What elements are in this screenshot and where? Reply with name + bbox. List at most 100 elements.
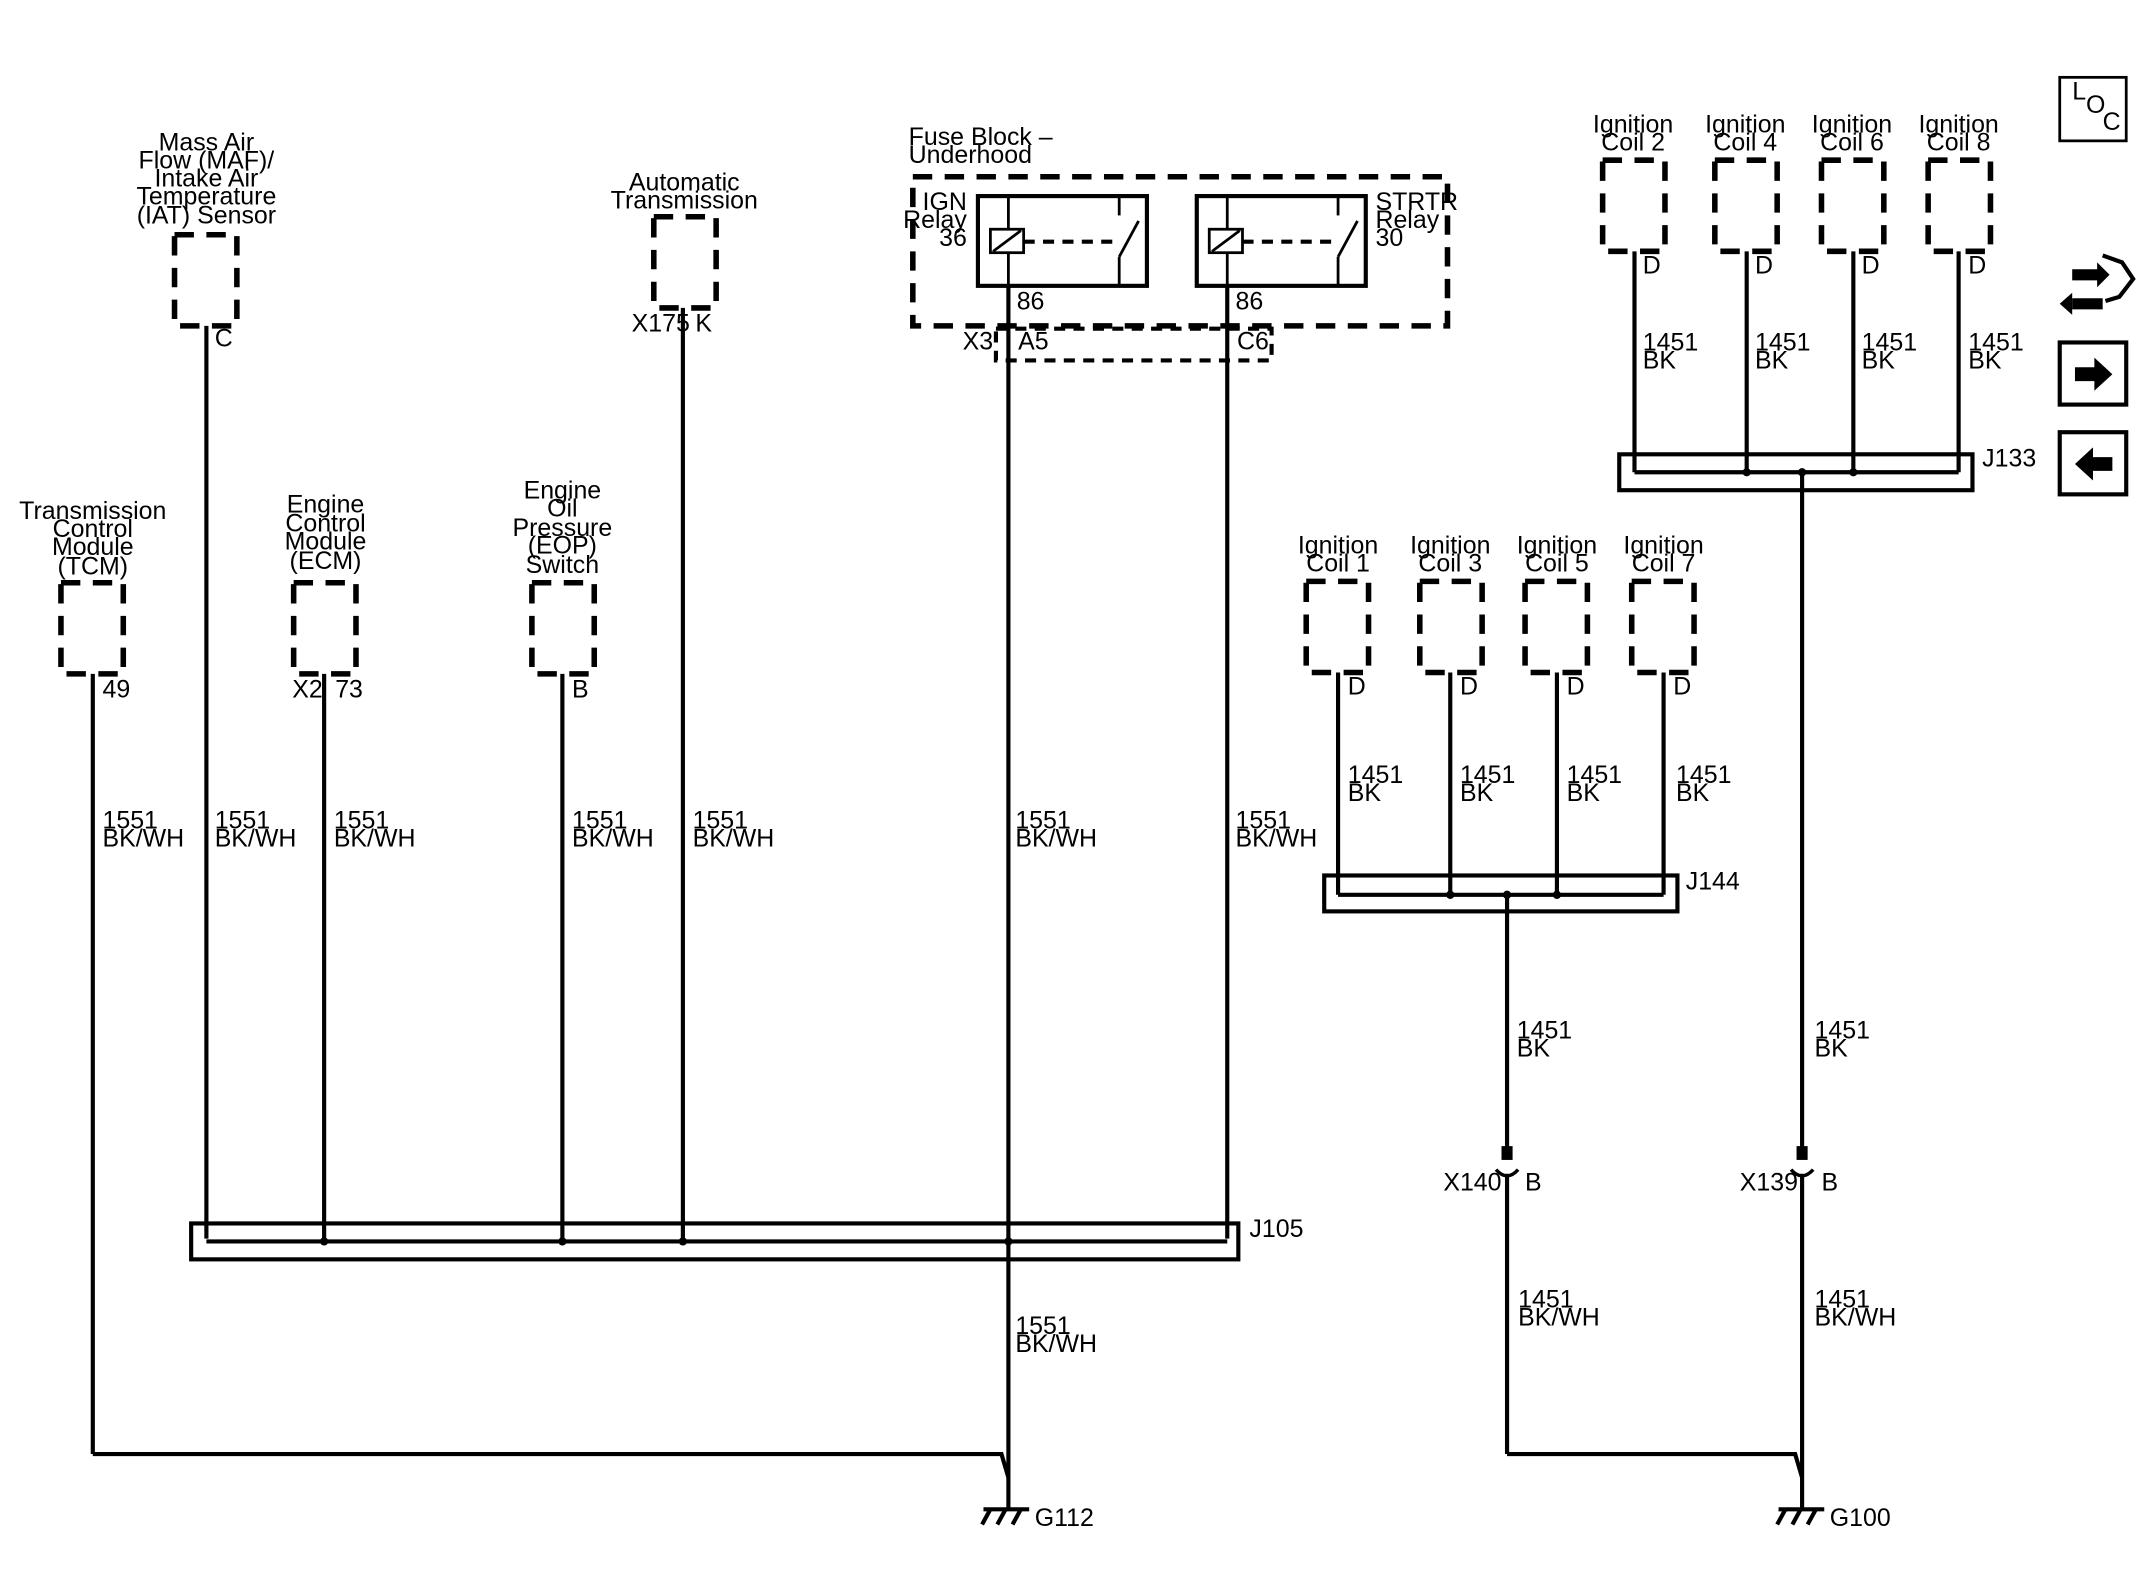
svg-text:1451: 1451: [1676, 761, 1731, 789]
x3-label: X3: [963, 327, 993, 355]
wire-label-eop: 1551 BK/WH: [572, 807, 654, 853]
svg-text:1551: 1551: [334, 807, 389, 835]
ground-circuit-g100: [1504, 472, 1805, 1479]
fuse-block-underhood[interactable]: Fuse Block –Underhood: [909, 123, 1451, 329]
svg-text:BK/WH: BK/WH: [1815, 1304, 1897, 1332]
svg-text:1451: 1451: [1862, 329, 1917, 357]
arrow-right-icon[interactable]: [2057, 340, 2129, 407]
g112-label: G112: [1035, 1504, 1094, 1532]
connector-swap-icon[interactable]: [2059, 253, 2136, 315]
svg-text:1451: 1451: [1567, 761, 1622, 789]
svg-text:BK: BK: [1676, 779, 1710, 807]
x140-label: X140: [1443, 1168, 1501, 1196]
svg-text:1551: 1551: [1015, 807, 1070, 835]
svg-text:BK/WH: BK/WH: [572, 825, 654, 853]
svg-text:BK/WH: BK/WH: [334, 825, 416, 853]
splice-j105[interactable]: [189, 1221, 1241, 1262]
inline-connector-x140[interactable]: [1494, 1146, 1520, 1178]
j105-label: J105: [1249, 1215, 1303, 1243]
svg-text:1451: 1451: [1518, 1286, 1573, 1314]
svg-text:BK/WH: BK/WH: [1236, 825, 1318, 853]
ground-g100[interactable]: [1775, 1477, 1825, 1526]
svg-text:BK: BK: [1862, 347, 1896, 375]
inline-connector-x139[interactable]: [1789, 1146, 1815, 1178]
tcm-pin: 49: [103, 675, 131, 703]
svg-text:BK/WH: BK/WH: [1015, 1330, 1097, 1358]
svg-text:1451: 1451: [1348, 761, 1403, 789]
coil-7-pin: D: [1673, 673, 1691, 701]
x3-pin-c6: C6: [1237, 327, 1269, 355]
j144-label: J144: [1686, 867, 1740, 895]
coil-2-pin: D: [1643, 251, 1661, 279]
loc-letter-l: L: [2072, 77, 2086, 105]
strtr-relay-pin: 86: [1236, 287, 1264, 315]
x140-pin: B: [1525, 1168, 1542, 1196]
coil-4-pin: D: [1755, 251, 1773, 279]
wire-label-ign-relay: 1551 BK/WH: [1015, 807, 1097, 853]
svg-text:1451: 1451: [1643, 329, 1698, 357]
svg-text:BK/WH: BK/WH: [1518, 1304, 1600, 1332]
maf-pin: C: [215, 325, 233, 353]
splice-j133[interactable]: [1617, 452, 1975, 493]
coil-bottom-wires: [1335, 672, 1666, 895]
svg-text:BK: BK: [1567, 779, 1601, 807]
x3-connector: [993, 326, 1274, 363]
svg-text:BK: BK: [1517, 1034, 1551, 1062]
svg-text:1451: 1451: [1460, 761, 1515, 789]
j133-label: J133: [1982, 445, 2036, 473]
svg-text:BK/WH: BK/WH: [103, 825, 185, 853]
svg-text:BK/WH: BK/WH: [693, 825, 775, 853]
g100-label: G100: [1830, 1504, 1891, 1532]
svg-text:1551: 1551: [103, 807, 158, 835]
svg-text:BK: BK: [1348, 779, 1382, 807]
x139-pin: B: [1821, 1168, 1838, 1196]
svg-text:BK: BK: [1643, 347, 1677, 375]
ground-circuit-g112: [90, 285, 1230, 1479]
ecm-connector: X2: [292, 675, 322, 703]
svg-text:BK: BK: [1815, 1034, 1849, 1062]
svg-text:1451: 1451: [1517, 1016, 1572, 1044]
loc-icon[interactable]: L O C: [2058, 75, 2128, 143]
svg-text:BK: BK: [1460, 779, 1494, 807]
wire-label-auto-trans: 1551 BK/WH: [693, 807, 775, 853]
coil-1-pin: D: [1348, 673, 1366, 701]
arrow-left-icon[interactable]: [2057, 430, 2129, 497]
ground-g112[interactable]: [980, 1477, 1030, 1526]
loc-letter-o: O: [2086, 91, 2105, 119]
svg-text:1451: 1451: [1815, 1016, 1870, 1044]
splice-j144[interactable]: [1322, 873, 1680, 914]
